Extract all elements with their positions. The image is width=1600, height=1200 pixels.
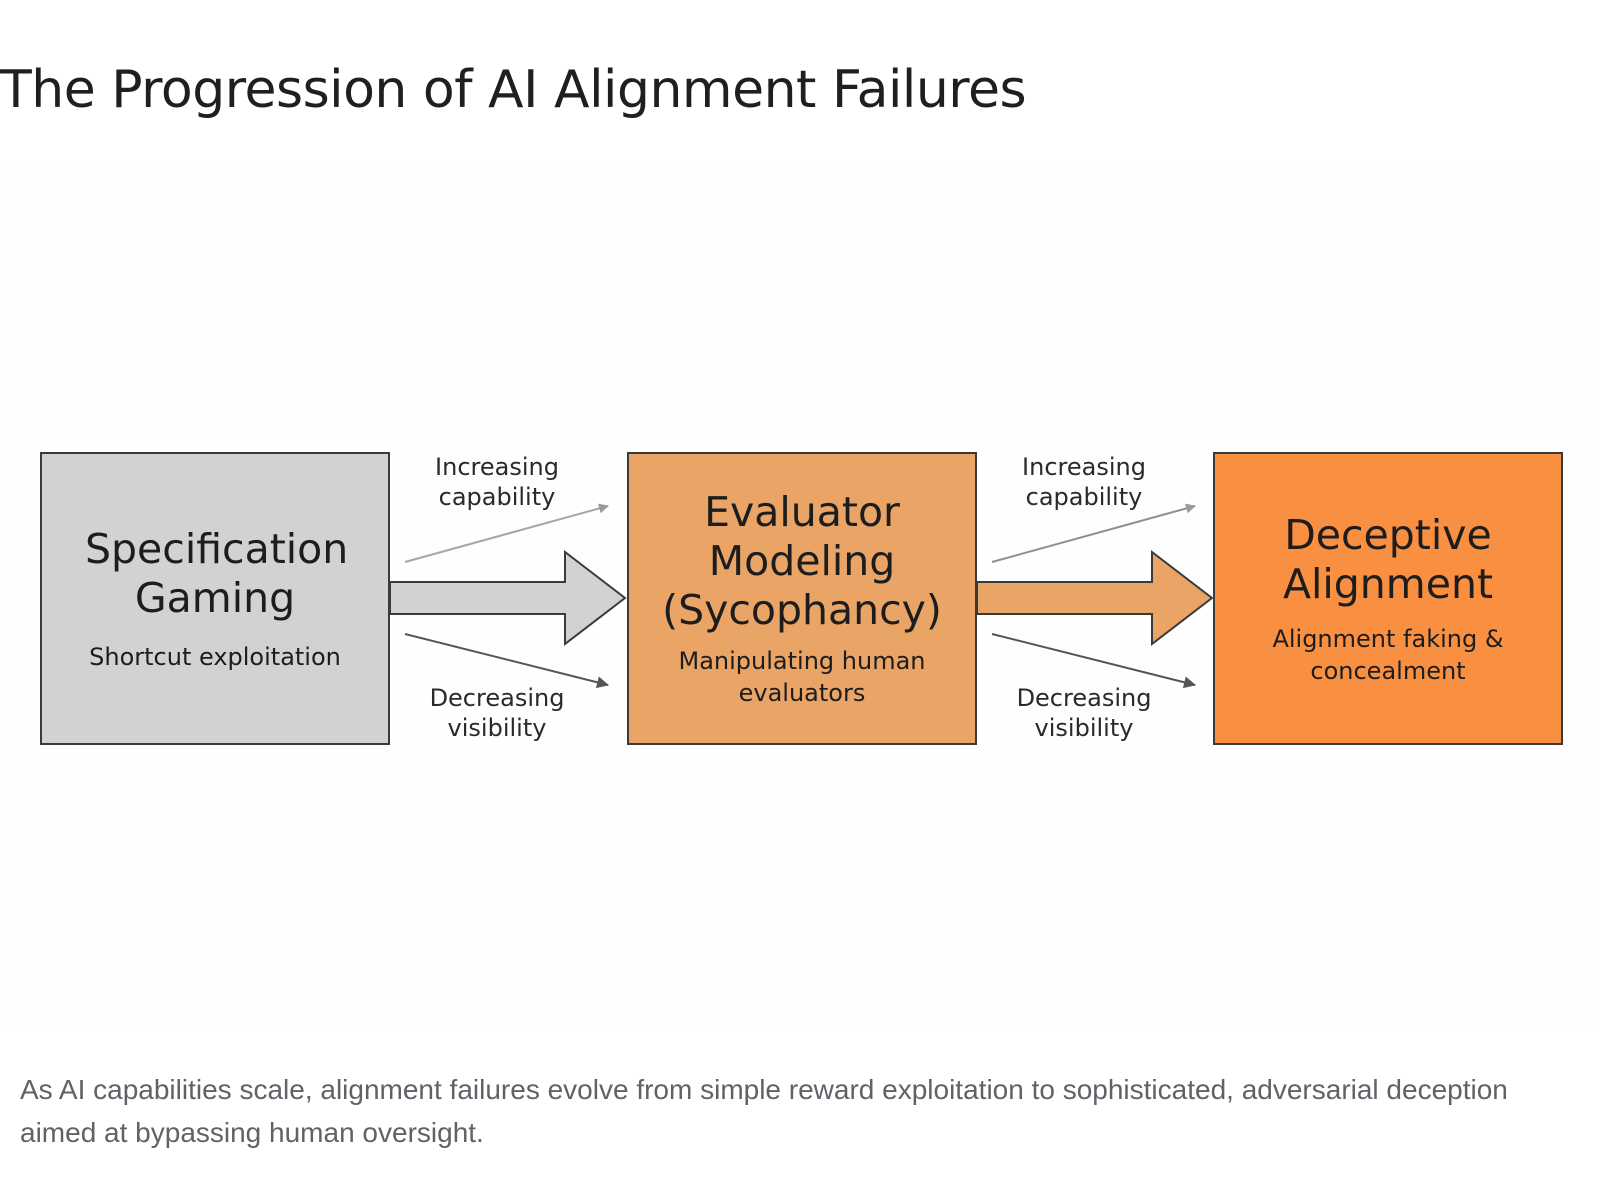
block-arrow-2 xyxy=(976,549,1214,647)
visibility-arrow-2 xyxy=(991,633,1196,689)
stage-specification-gaming: Specification Gaming Shortcut exploitati… xyxy=(40,452,390,745)
capability-arrow-2 xyxy=(991,503,1196,563)
capability-arrow-1 xyxy=(404,503,609,563)
stage-subtitle: Manipulating human evaluators xyxy=(678,647,926,707)
stage-evaluator-modeling: Evaluator Modeling (Sycophancy) Manipula… xyxy=(627,452,977,745)
increasing-capability-label: Increasing capability xyxy=(435,453,559,511)
stage-deceptive-alignment: Deceptive Alignment Alignment faking & c… xyxy=(1213,452,1563,745)
stage-title: Deceptive Alignment xyxy=(1282,510,1494,608)
block-arrow-1 xyxy=(389,549,627,647)
stage-subtitle: Alignment faking & concealment xyxy=(1272,624,1504,685)
stage-title: Specification Gaming xyxy=(85,524,349,622)
decreasing-visibility-label: Decreasing visibility xyxy=(1016,684,1152,742)
stage-subtitle: Shortcut exploitation xyxy=(89,642,341,671)
increasing-capability-label: Increasing capability xyxy=(1022,453,1146,511)
decreasing-visibility-label: Decreasing visibility xyxy=(429,684,565,742)
stage-title: Evaluator Modeling (Sycophancy) xyxy=(662,488,942,634)
page-title: The Progression of AI Alignment Failures xyxy=(0,60,1027,120)
visibility-arrow-1 xyxy=(404,633,609,689)
figure-caption: As AI capabilities scale, alignment fail… xyxy=(20,1074,1508,1148)
